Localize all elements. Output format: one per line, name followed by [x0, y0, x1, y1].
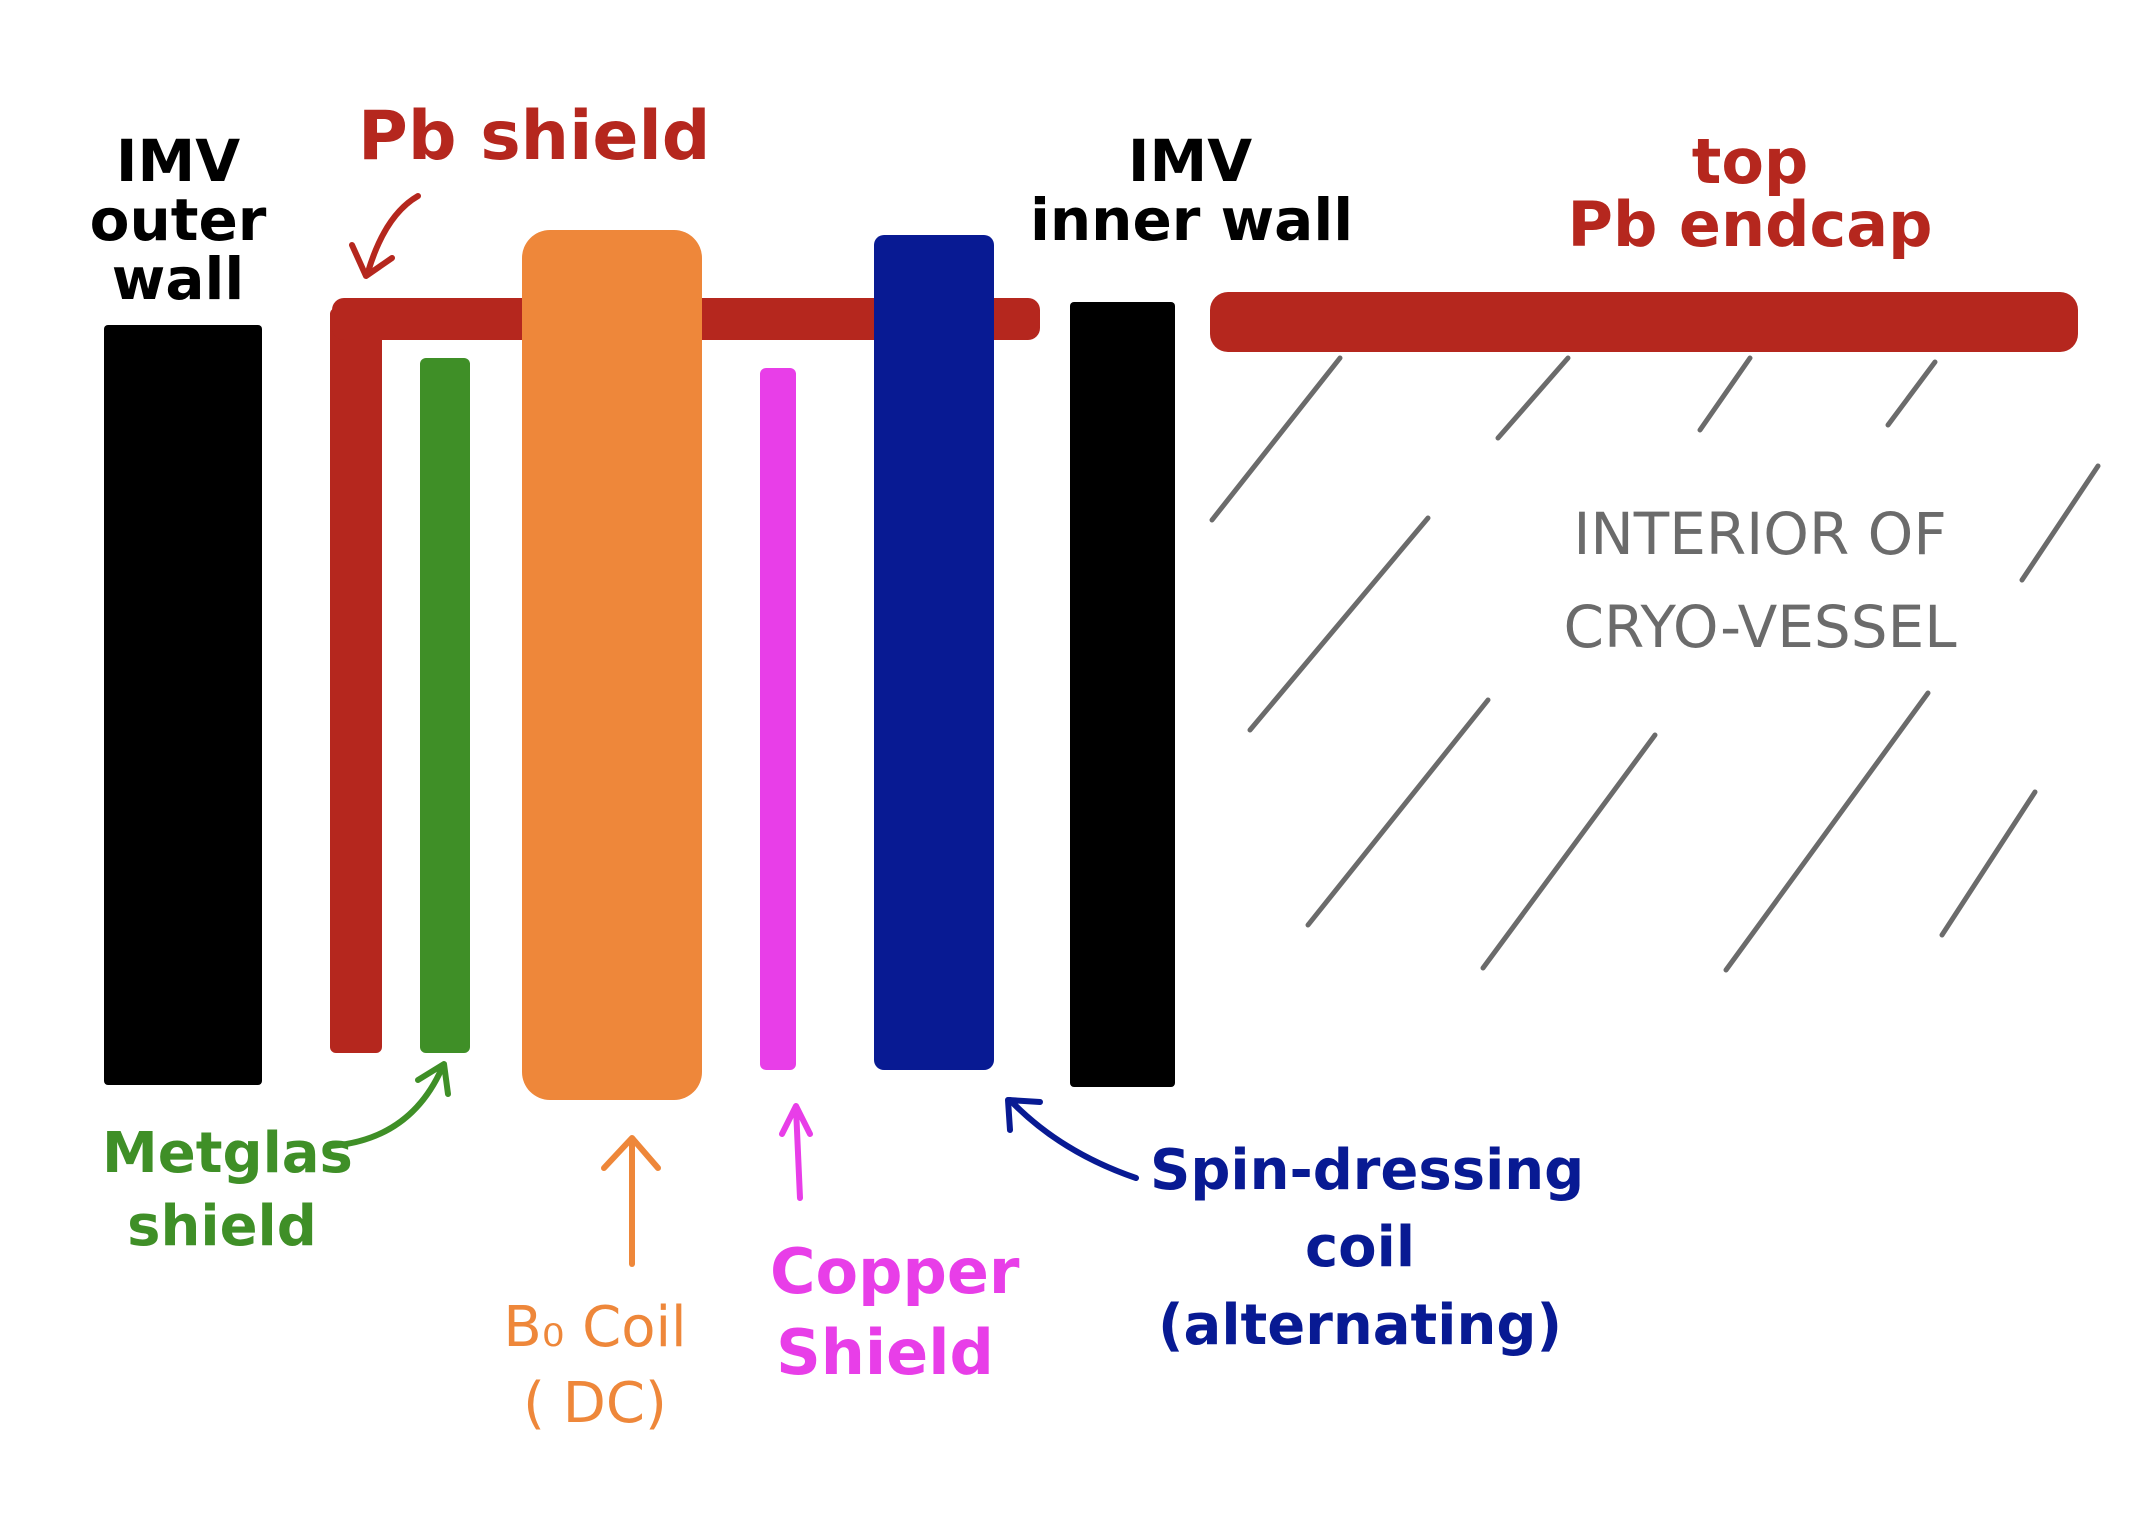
copper-line2: Shield [776, 1315, 994, 1389]
metglas-shield-label: Metglas shield [102, 1118, 353, 1264]
spin-dressing-coil [874, 235, 994, 1070]
imv-outer-wall-label: IMV outer wall [78, 127, 278, 314]
b0-coil-arrow [601, 1135, 661, 1267]
imv-inner-wall-label: IMV inner wall [1030, 127, 1354, 255]
imv-outer-wall-line2: outer [89, 186, 267, 255]
spin-dressing-line1: Spin-dressing [1150, 1138, 1585, 1203]
metglas-line2: shield [127, 1193, 317, 1259]
interior-label: INTERIOR OF CRYO-VESSEL [1490, 488, 2030, 674]
spin-dressing-line3: (alternating) [1157, 1292, 1563, 1358]
top-pb-endcap-line2: Pb endcap [1567, 188, 1933, 262]
top-pb-endcap-line1: top [1691, 125, 1809, 198]
imv-inner-wall-line1: IMV [1127, 127, 1253, 195]
copper-shield-arrow [779, 1103, 813, 1201]
spin-dressing-coil-label: Spin-dressing coil (alternating) [1150, 1132, 1585, 1364]
imv-outer-wall-line1: IMV [115, 127, 241, 195]
interior-hatching [1209, 355, 2101, 973]
spin-dressing-arrow [1005, 1097, 1139, 1181]
spin-dressing-line2: coil [1304, 1215, 1416, 1281]
pb-shield-label: Pb shield [358, 97, 711, 176]
top-pb-endcap-label: top Pb endcap [1560, 125, 1940, 262]
imv-outer-wall [104, 325, 262, 1085]
metglas-line1: Metglas [102, 1121, 353, 1186]
pb-shield-arrow [349, 193, 421, 279]
imv-outer-wall-line3: wall [111, 245, 245, 314]
b0-coil [522, 230, 702, 1100]
top-pb-endcap [1210, 292, 2078, 352]
copper-shield [760, 368, 796, 1070]
b0-coil-label: B₀ Coil ( DC) [480, 1290, 710, 1441]
metglas-arrow [327, 1061, 451, 1149]
copper-line1: Copper [770, 1235, 1020, 1308]
imv-inner-wall [1070, 302, 1175, 1087]
imv-inner-wall-line2: inner wall [1030, 186, 1354, 255]
interior-line2: CRYO-VESSEL [1563, 592, 1957, 661]
pb-shield-vertical [330, 308, 382, 1053]
b0-coil-line1: B₀ Coil [503, 1295, 687, 1360]
metglas-shield [420, 358, 470, 1053]
interior-line1: INTERIOR OF [1573, 500, 1947, 568]
copper-shield-label: Copper Shield [770, 1232, 1020, 1393]
b0-coil-line2: ( DC) [523, 1370, 667, 1436]
